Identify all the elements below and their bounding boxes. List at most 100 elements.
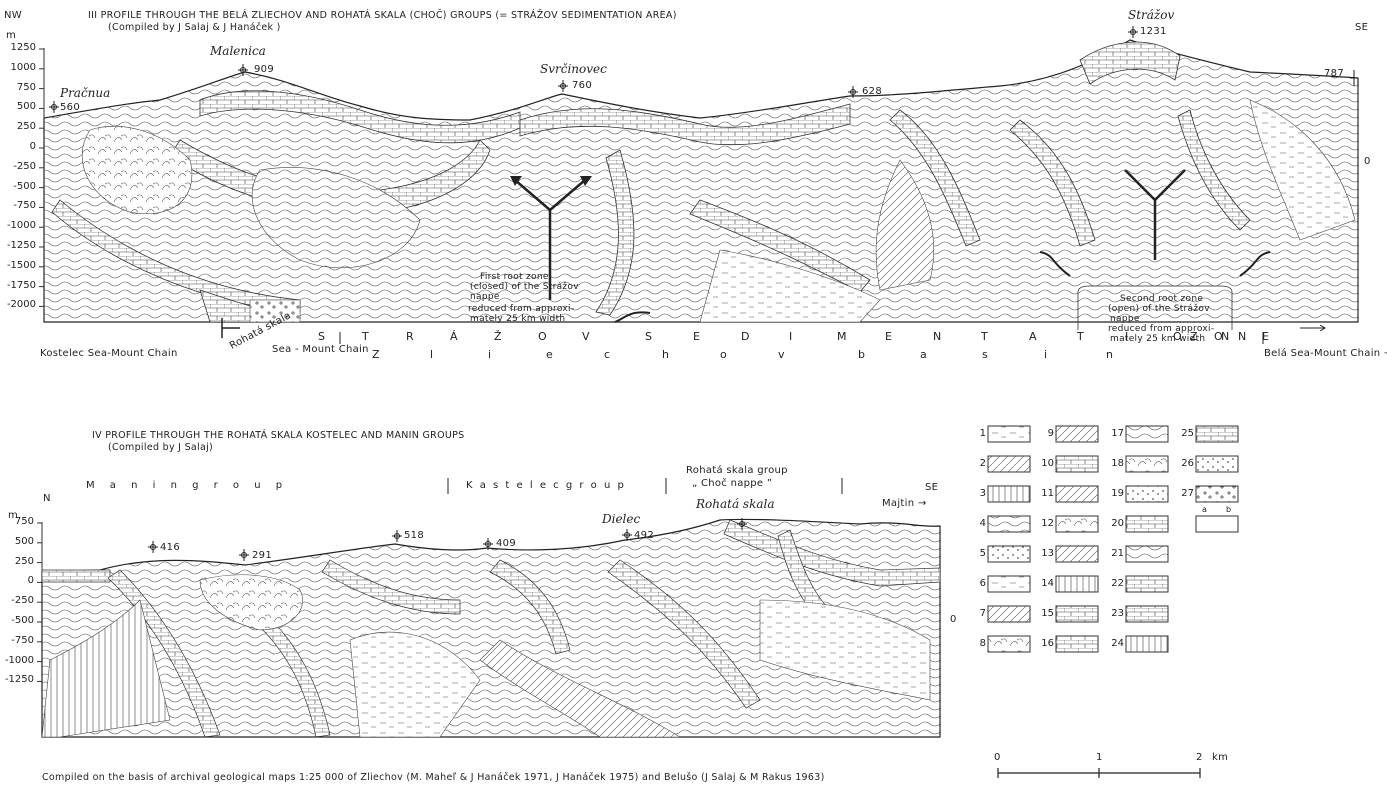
- footer-note: Compiled on the basis of archival geolog…: [42, 772, 825, 783]
- profile-3-tick-label: 250: [0, 121, 36, 132]
- basin-letter: l: [430, 348, 433, 361]
- legend-swatch: [1056, 486, 1098, 502]
- legend-number: 6: [972, 578, 986, 589]
- legend-swatch: [1196, 516, 1238, 532]
- legend-swatch: [1126, 516, 1168, 532]
- se-label: SE: [1355, 22, 1368, 33]
- basin-letter: Z: [372, 348, 380, 361]
- legend-swatch: [1126, 486, 1168, 502]
- peak-malenica-elev: 909: [254, 64, 274, 75]
- basin-letter: v: [778, 348, 785, 361]
- legend-number: 26: [1180, 458, 1194, 469]
- peak-518-elev: 518: [404, 530, 424, 541]
- bela-chain-label: Belá Sea-Mount Chain →: [1264, 348, 1387, 359]
- scale-bar: [998, 768, 1200, 778]
- profile-3-tick-label: 500: [0, 101, 36, 112]
- legend-swatch: [1056, 426, 1098, 442]
- legend-number: 16: [1040, 638, 1054, 649]
- profile-4-title: IV PROFILE THROUGH THE ROHATÁ SKALA KOST…: [92, 430, 464, 441]
- peak-svrcinovec-elev: 760: [572, 80, 592, 91]
- zone-letter: I: [1125, 330, 1129, 343]
- peak-492-elev: 492: [634, 530, 654, 541]
- profile-3-tick-label: -750: [0, 200, 36, 211]
- choc-nappe-label: „ Choč nappe ”: [692, 478, 772, 489]
- legend-swatch: [988, 426, 1030, 442]
- legend-number: 14: [1040, 578, 1054, 589]
- profile-3-credit: (Compiled by J Salaj & J Hanáček ): [108, 22, 281, 33]
- legend-swatch: [1126, 576, 1168, 592]
- zone-letter: E: [1262, 330, 1269, 343]
- profile-3-tick-label: -1500: [0, 260, 36, 271]
- zone-letter: O: [1214, 330, 1223, 343]
- profile-4-tick-label: -1250: [0, 674, 34, 685]
- zone-letter: Ž: [494, 330, 502, 343]
- kostelec-group-label: K a s t e l e c g r o u p: [466, 480, 626, 491]
- peak-787-elev: 787: [1324, 68, 1344, 79]
- legend-number: 9: [1040, 428, 1054, 439]
- legend-swatch: [1196, 426, 1238, 442]
- zone-letter: T: [981, 330, 988, 343]
- legend-swatch: [1196, 456, 1238, 472]
- zone-letter: S: [318, 330, 325, 343]
- profile-3-tick-label: -1250: [0, 240, 36, 251]
- legend-swatch: [1126, 426, 1168, 442]
- legend-swatch: [988, 576, 1030, 592]
- legend-swatch: [1126, 636, 1168, 652]
- profile-4-tick-label: 0: [0, 575, 34, 586]
- zone-letter: O: [538, 330, 547, 343]
- legend-number: 1: [972, 428, 986, 439]
- profile-4-tick-label: -500: [0, 615, 34, 626]
- scale-zero: 0: [994, 752, 1001, 763]
- legend-number: 18: [1110, 458, 1124, 469]
- basin-letter: a: [920, 348, 927, 361]
- legend-swatch: [1126, 546, 1168, 562]
- peak-628-elev: 628: [862, 86, 882, 97]
- basin-letter: h: [662, 348, 669, 361]
- profile-4-tick-label: 250: [0, 556, 34, 567]
- profile-3-tick-label: -250: [0, 161, 36, 172]
- profile-3-tick-label: -2000: [0, 299, 36, 310]
- profile-4-tick-label: -250: [0, 595, 34, 606]
- zone-letter: T: [362, 330, 369, 343]
- profile-4-body: [37, 478, 940, 737]
- legend-number: 20: [1110, 518, 1124, 529]
- peak-416-elev: 416: [160, 542, 180, 553]
- n-label: N: [43, 493, 51, 504]
- legend-swatch: [1126, 456, 1168, 472]
- peak-strazov-name: Strážov: [1128, 8, 1174, 22]
- legend-swatch: [988, 606, 1030, 622]
- legend-swatch: [988, 546, 1030, 562]
- legend-swatch: [988, 486, 1030, 502]
- profile-4-tick-label: -750: [0, 635, 34, 646]
- manin-group-label: M a n i n g r o u p: [86, 480, 288, 491]
- zone-letter: R: [406, 330, 414, 343]
- legend-swatch: [1126, 606, 1168, 622]
- zone-letter: I: [789, 330, 793, 343]
- legend-number: 15: [1040, 608, 1054, 619]
- legend-number: 23: [1110, 608, 1124, 619]
- legend-swatch: [1056, 546, 1098, 562]
- profile-3-right-zero: 0: [1364, 156, 1371, 167]
- peak-svrcinovec-name: Svrčinovec: [540, 62, 607, 76]
- peak-291-elev: 291: [252, 550, 272, 561]
- legend-swatch: [1056, 606, 1098, 622]
- rohata-skala-group-label: Rohatá skala group: [686, 465, 788, 476]
- profile-4-tick-label: -1000: [0, 655, 34, 666]
- legend-number: 3: [972, 488, 986, 499]
- profile-4-tick-label: 750: [0, 516, 34, 527]
- legend-swatch: [1056, 636, 1098, 652]
- scale-two: 2: [1196, 752, 1203, 763]
- zone-letter: E: [693, 330, 700, 343]
- legend-sub-b: b: [1226, 505, 1231, 514]
- profile-3-title: III PROFILE THROUGH THE BELÁ ZLIECHOV AN…: [88, 10, 677, 21]
- profile-3-tick-label: 1000: [0, 62, 36, 73]
- profile-4-right-zero: 0: [950, 614, 957, 625]
- legend-swatch: [1056, 516, 1098, 532]
- zone-letter: V: [582, 330, 590, 343]
- profile-3-tick-label: -1750: [0, 280, 36, 291]
- legend-swatch: [988, 516, 1030, 532]
- legend-swatch: [1056, 576, 1098, 592]
- legend-swatch: [988, 456, 1030, 472]
- legend-number: 8: [972, 638, 986, 649]
